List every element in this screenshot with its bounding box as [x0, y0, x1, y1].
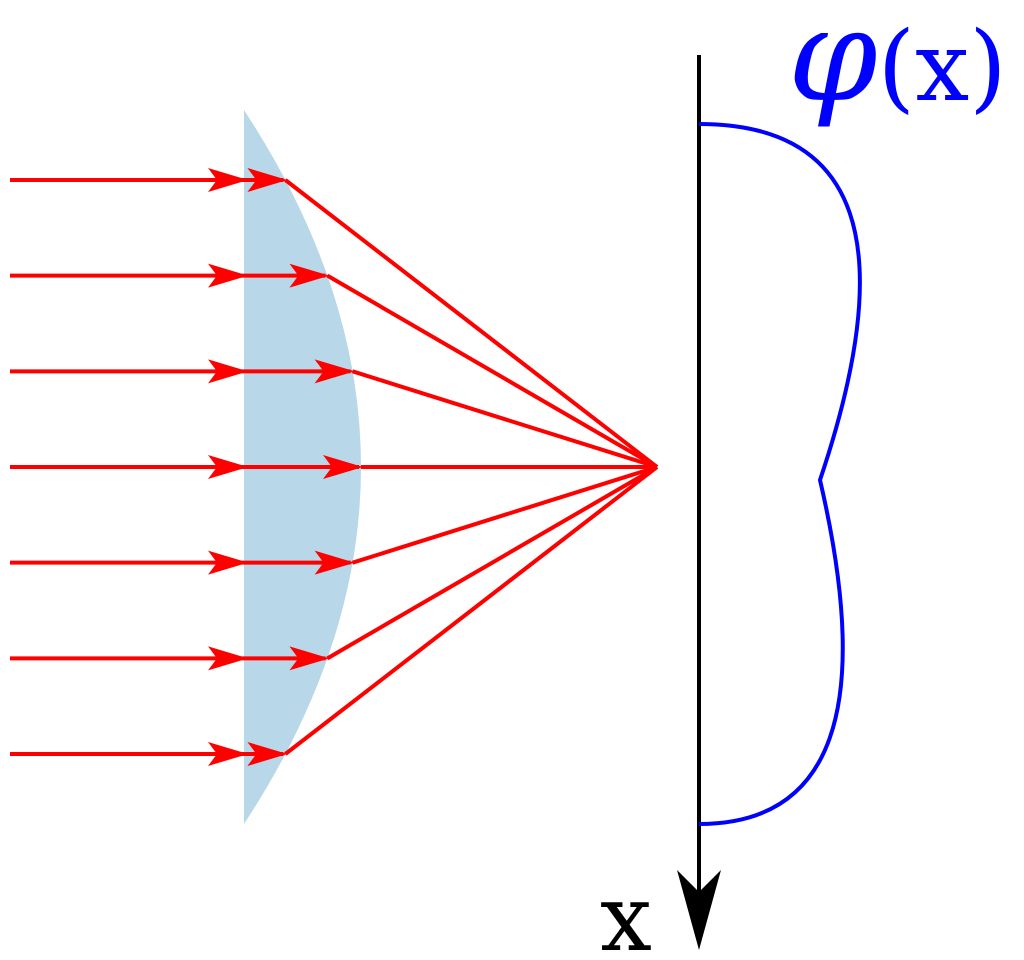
- refracted-ray: [284, 465, 659, 756]
- refracted-ray: [284, 178, 659, 469]
- refracted-ray: [326, 465, 659, 661]
- refracted-ray: [326, 273, 659, 469]
- light-rays: [10, 168, 659, 766]
- phase-profile-curve: [698, 122, 862, 826]
- axis-arrowhead-icon: [677, 870, 721, 950]
- phase-symbol: φ: [788, 0, 878, 131]
- phase-argument: (x): [878, 11, 1007, 123]
- phase-label: φ(x): [788, 0, 1007, 131]
- refracted-ray: [351, 369, 658, 469]
- refracted-ray: [351, 465, 658, 565]
- axis-label: x: [600, 865, 652, 960]
